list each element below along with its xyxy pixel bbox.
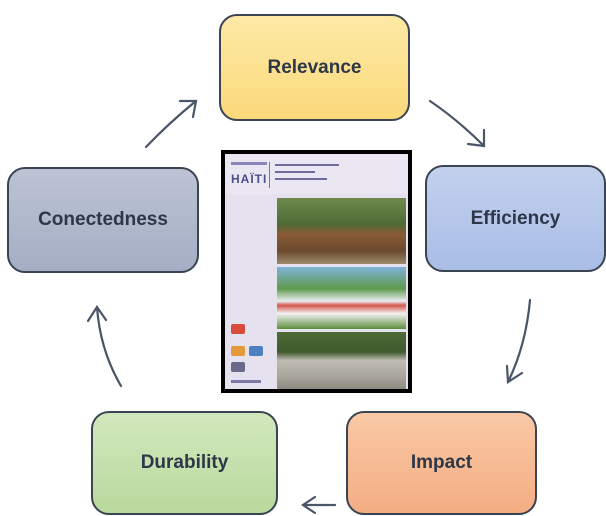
arrow-durability-to-conectedness bbox=[86, 305, 123, 388]
arrow-impact-to-durability bbox=[301, 495, 337, 515]
node-relevance-label: Relevance bbox=[267, 56, 362, 78]
node-conectedness: Conectedness bbox=[7, 167, 199, 273]
node-efficiency: Efficiency bbox=[425, 165, 606, 272]
report-photo-house-1 bbox=[277, 198, 406, 264]
arrow-relevance-to-efficiency bbox=[428, 99, 486, 148]
node-durability-label: Durability bbox=[140, 452, 229, 473]
partner-logo-icon bbox=[231, 346, 245, 356]
report-cover-country: HAÏTI bbox=[231, 172, 268, 186]
node-impact-label: Impact bbox=[410, 452, 473, 473]
node-efficiency-label: Efficiency bbox=[470, 207, 561, 229]
partner-logo-icon bbox=[249, 346, 263, 356]
partner-logo-icon bbox=[231, 324, 245, 334]
report-cover-header: HAÏTI bbox=[225, 154, 408, 194]
arrow-conectedness-to-relevance bbox=[144, 99, 198, 149]
partner-logo-icon bbox=[231, 362, 245, 372]
report-cover-image: HAÏTI bbox=[221, 150, 412, 393]
report-photo-house-3 bbox=[277, 332, 406, 389]
node-durability: Durability bbox=[91, 411, 278, 515]
report-photo-house-2 bbox=[277, 267, 406, 329]
node-relevance: Relevance bbox=[219, 14, 410, 121]
arrow-efficiency-to-impact bbox=[505, 298, 532, 384]
node-conectedness-label: Conectedness bbox=[38, 209, 168, 230]
node-impact: Impact bbox=[346, 411, 537, 515]
